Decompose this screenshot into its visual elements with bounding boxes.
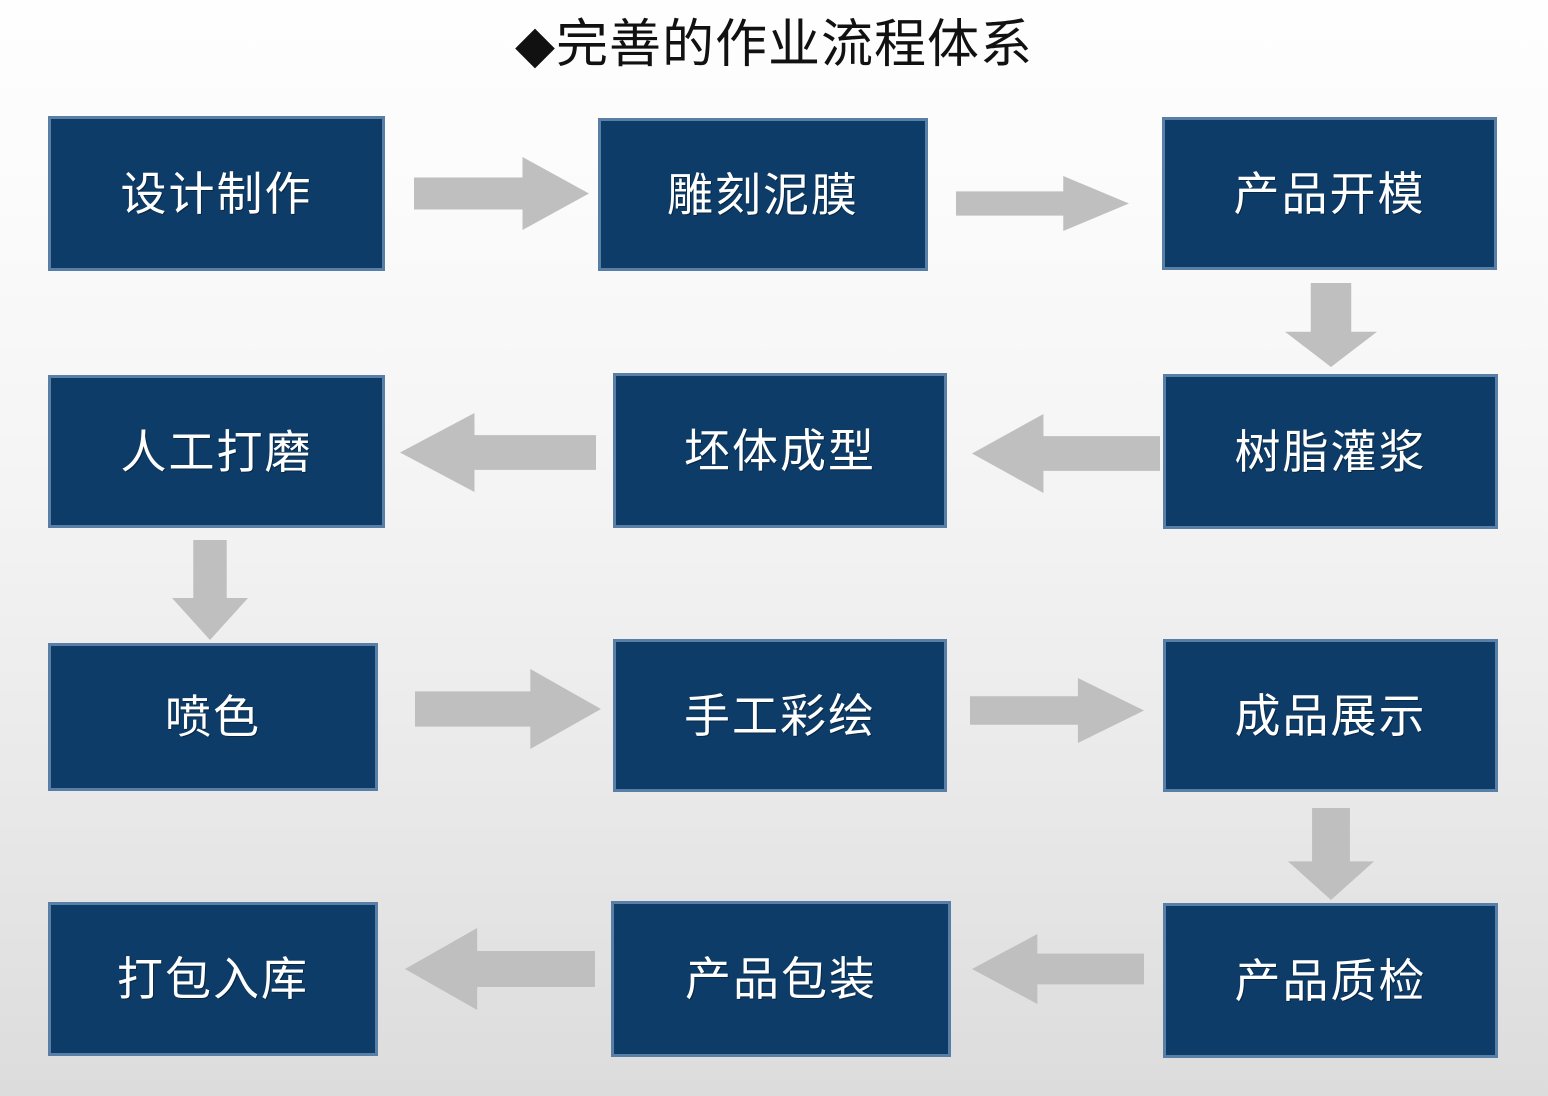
- connector-arrow-down: [1285, 283, 1377, 367]
- flow-node-product-packaging[interactable]: 产品包装: [611, 901, 951, 1057]
- flow-node-spray-coloring[interactable]: 喷色: [48, 643, 378, 791]
- flow-node-label: 树脂灌浆: [1234, 425, 1427, 478]
- flow-node-design-production[interactable]: 设计制作: [48, 116, 385, 271]
- flow-node-label: 产品质检: [1234, 954, 1427, 1007]
- flow-node-label: 成品展示: [1234, 689, 1427, 742]
- flow-node-finished-display[interactable]: 成品展示: [1163, 639, 1498, 792]
- connector-arrow-down: [1288, 808, 1374, 900]
- connector-arrow-left: [972, 414, 1160, 493]
- connector-arrow-left: [405, 928, 595, 1010]
- flow-node-clay-carving[interactable]: 雕刻泥膜: [598, 118, 928, 271]
- flow-node-manual-polishing[interactable]: 人工打磨: [48, 375, 385, 528]
- connector-arrow-down: [172, 540, 248, 640]
- connector-arrow-right: [970, 678, 1144, 743]
- flow-node-label: 坯体成型: [684, 424, 876, 477]
- connector-arrow-left: [972, 934, 1144, 1004]
- flow-node-mold-opening[interactable]: 产品开模: [1162, 117, 1497, 270]
- flow-node-label: 雕刻泥膜: [667, 168, 859, 221]
- flow-node-resin-grouting[interactable]: 树脂灌浆: [1163, 374, 1498, 529]
- flow-node-label: 打包入库: [117, 953, 309, 1005]
- flow-node-label: 手工彩绘: [684, 689, 876, 742]
- flow-node-label: 产品包装: [685, 953, 877, 1005]
- flow-node-packing-storage[interactable]: 打包入库: [48, 902, 378, 1056]
- connector-arrow-right: [956, 176, 1129, 231]
- flow-node-quality-inspection[interactable]: 产品质检: [1163, 903, 1498, 1058]
- connector-arrow-left: [400, 413, 596, 492]
- flow-node-label: 设计制作: [120, 167, 313, 220]
- flow-node-blank-forming[interactable]: 坯体成型: [613, 373, 947, 528]
- connector-arrow-right: [415, 669, 601, 749]
- flow-node-hand-painting[interactable]: 手工彩绘: [613, 639, 947, 792]
- page-title: ◆完善的作业流程体系: [515, 17, 1033, 74]
- flow-node-label: 产品开模: [1233, 167, 1426, 220]
- flow-node-label: 喷色: [165, 691, 261, 743]
- connector-arrow-right: [414, 157, 589, 230]
- flow-node-label: 人工打磨: [120, 425, 313, 478]
